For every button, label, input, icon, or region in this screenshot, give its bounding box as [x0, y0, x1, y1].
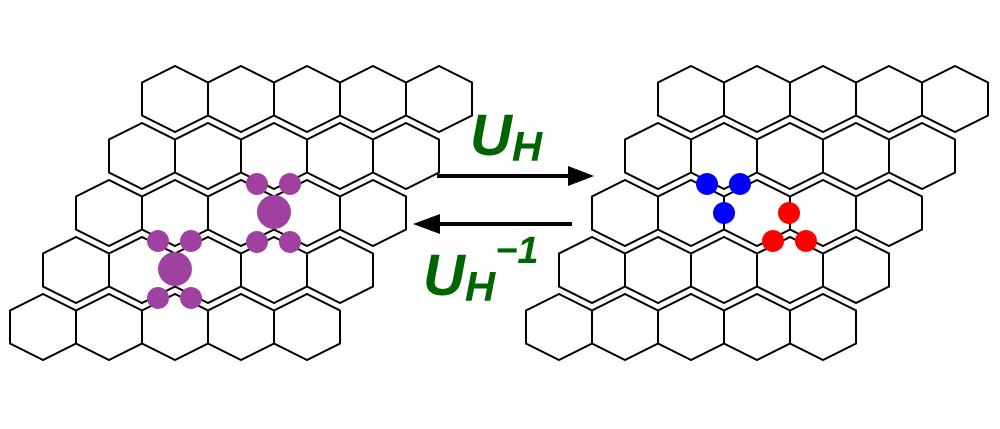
blue-dot	[696, 173, 718, 195]
hexagon-cell	[339, 178, 407, 248]
hexagon-cell	[75, 292, 143, 362]
purple-small-dot	[147, 287, 169, 309]
hexagon-cell	[591, 178, 659, 248]
hexagon-cell	[372, 121, 440, 191]
arrow-left-icon	[413, 214, 572, 234]
purple-large-dot	[158, 252, 192, 286]
inverse-label: UH−1	[423, 230, 539, 310]
hexagon-cell	[921, 64, 989, 134]
hexagon-cell	[855, 64, 923, 134]
red-dot	[795, 230, 817, 252]
left-purple-plaquette-dots	[147, 173, 301, 309]
inverse-label-sub: H	[465, 263, 497, 310]
hexagon-cell	[822, 235, 890, 305]
blue-dot	[729, 173, 751, 195]
hexagon-cell	[174, 121, 242, 191]
hexagon-cell	[723, 292, 791, 362]
hexagon-cell	[756, 121, 824, 191]
hexagon-cell	[207, 292, 275, 362]
arrow-right-icon	[437, 166, 594, 186]
hexagon-cell	[525, 292, 593, 362]
hexagon-cell	[405, 64, 473, 134]
inverse-label-main: U	[423, 243, 467, 308]
hexagon-cell	[207, 64, 275, 134]
hexagon-cell	[108, 121, 176, 191]
forward-label-main: U	[470, 103, 514, 168]
purple-small-dot	[147, 230, 169, 252]
hexagon-cell	[657, 64, 725, 134]
hexagon-cell	[657, 292, 725, 362]
hexagon-cell	[855, 178, 923, 248]
purple-small-dot	[279, 231, 301, 253]
purple-small-dot	[279, 173, 301, 195]
hexagon-cell	[591, 292, 659, 362]
inverse-label-sup: −1	[495, 230, 538, 272]
left-honeycomb-lattice	[9, 64, 473, 362]
hexagon-cell	[690, 235, 758, 305]
purple-small-dot	[180, 230, 202, 252]
red-dot	[762, 230, 784, 252]
purple-small-dot	[246, 173, 268, 195]
red-dot	[778, 202, 800, 224]
hexagon-cell	[624, 121, 692, 191]
right-colored-triangle-dots	[696, 173, 817, 252]
hexagon-cell	[9, 292, 77, 362]
hexagon-cell	[306, 121, 374, 191]
hexagon-cell	[789, 292, 857, 362]
hexagon-cell	[75, 178, 143, 248]
hexagon-cell	[723, 64, 791, 134]
purple-large-dot	[257, 195, 291, 229]
hexagon-cell	[888, 121, 956, 191]
hexagon-cell	[789, 64, 857, 134]
purple-small-dot	[246, 231, 268, 253]
hexagon-cell	[558, 235, 626, 305]
hexagon-cell	[822, 121, 890, 191]
blue-dot	[713, 202, 735, 224]
forward-label: UH	[470, 103, 544, 170]
hexagon-cell	[339, 64, 407, 134]
hexagon-cell	[141, 64, 209, 134]
hexagon-cell	[42, 235, 110, 305]
hexagon-cell	[624, 235, 692, 305]
hexagon-cell	[306, 235, 374, 305]
purple-small-dot	[180, 287, 202, 309]
forward-label-sub: H	[512, 123, 544, 170]
hexagon-cell	[273, 292, 341, 362]
hexagon-cell	[273, 64, 341, 134]
right-honeycomb-lattice	[525, 64, 989, 362]
